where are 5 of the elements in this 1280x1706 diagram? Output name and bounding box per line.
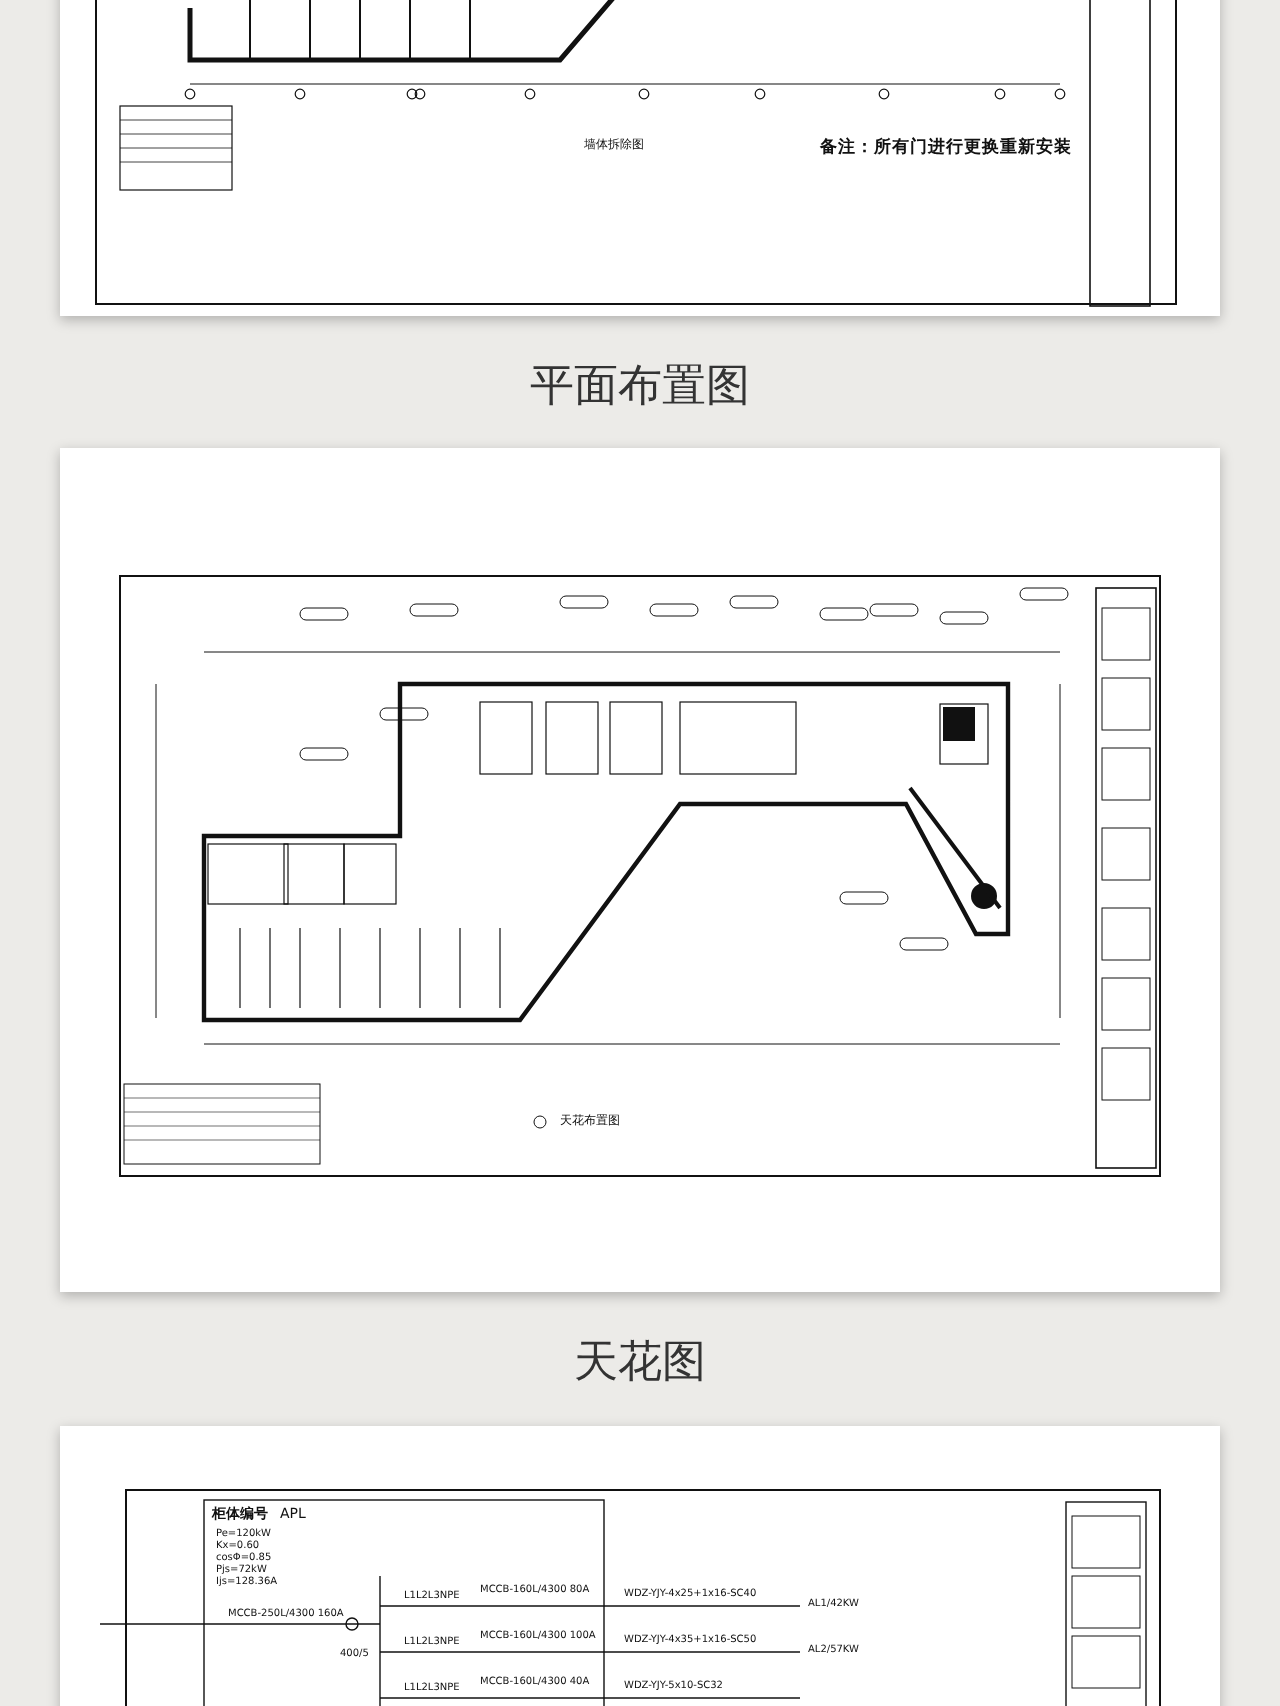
sheet-caption: 天花图 — [574, 1336, 706, 1392]
drawing-sheet — [60, 1426, 1220, 1706]
note-text: 备注：所有门进行更换重新安装 — [820, 140, 1072, 159]
sheet-caption: 平面布置图 — [530, 360, 750, 416]
drawing-sheet — [60, 448, 1220, 1292]
